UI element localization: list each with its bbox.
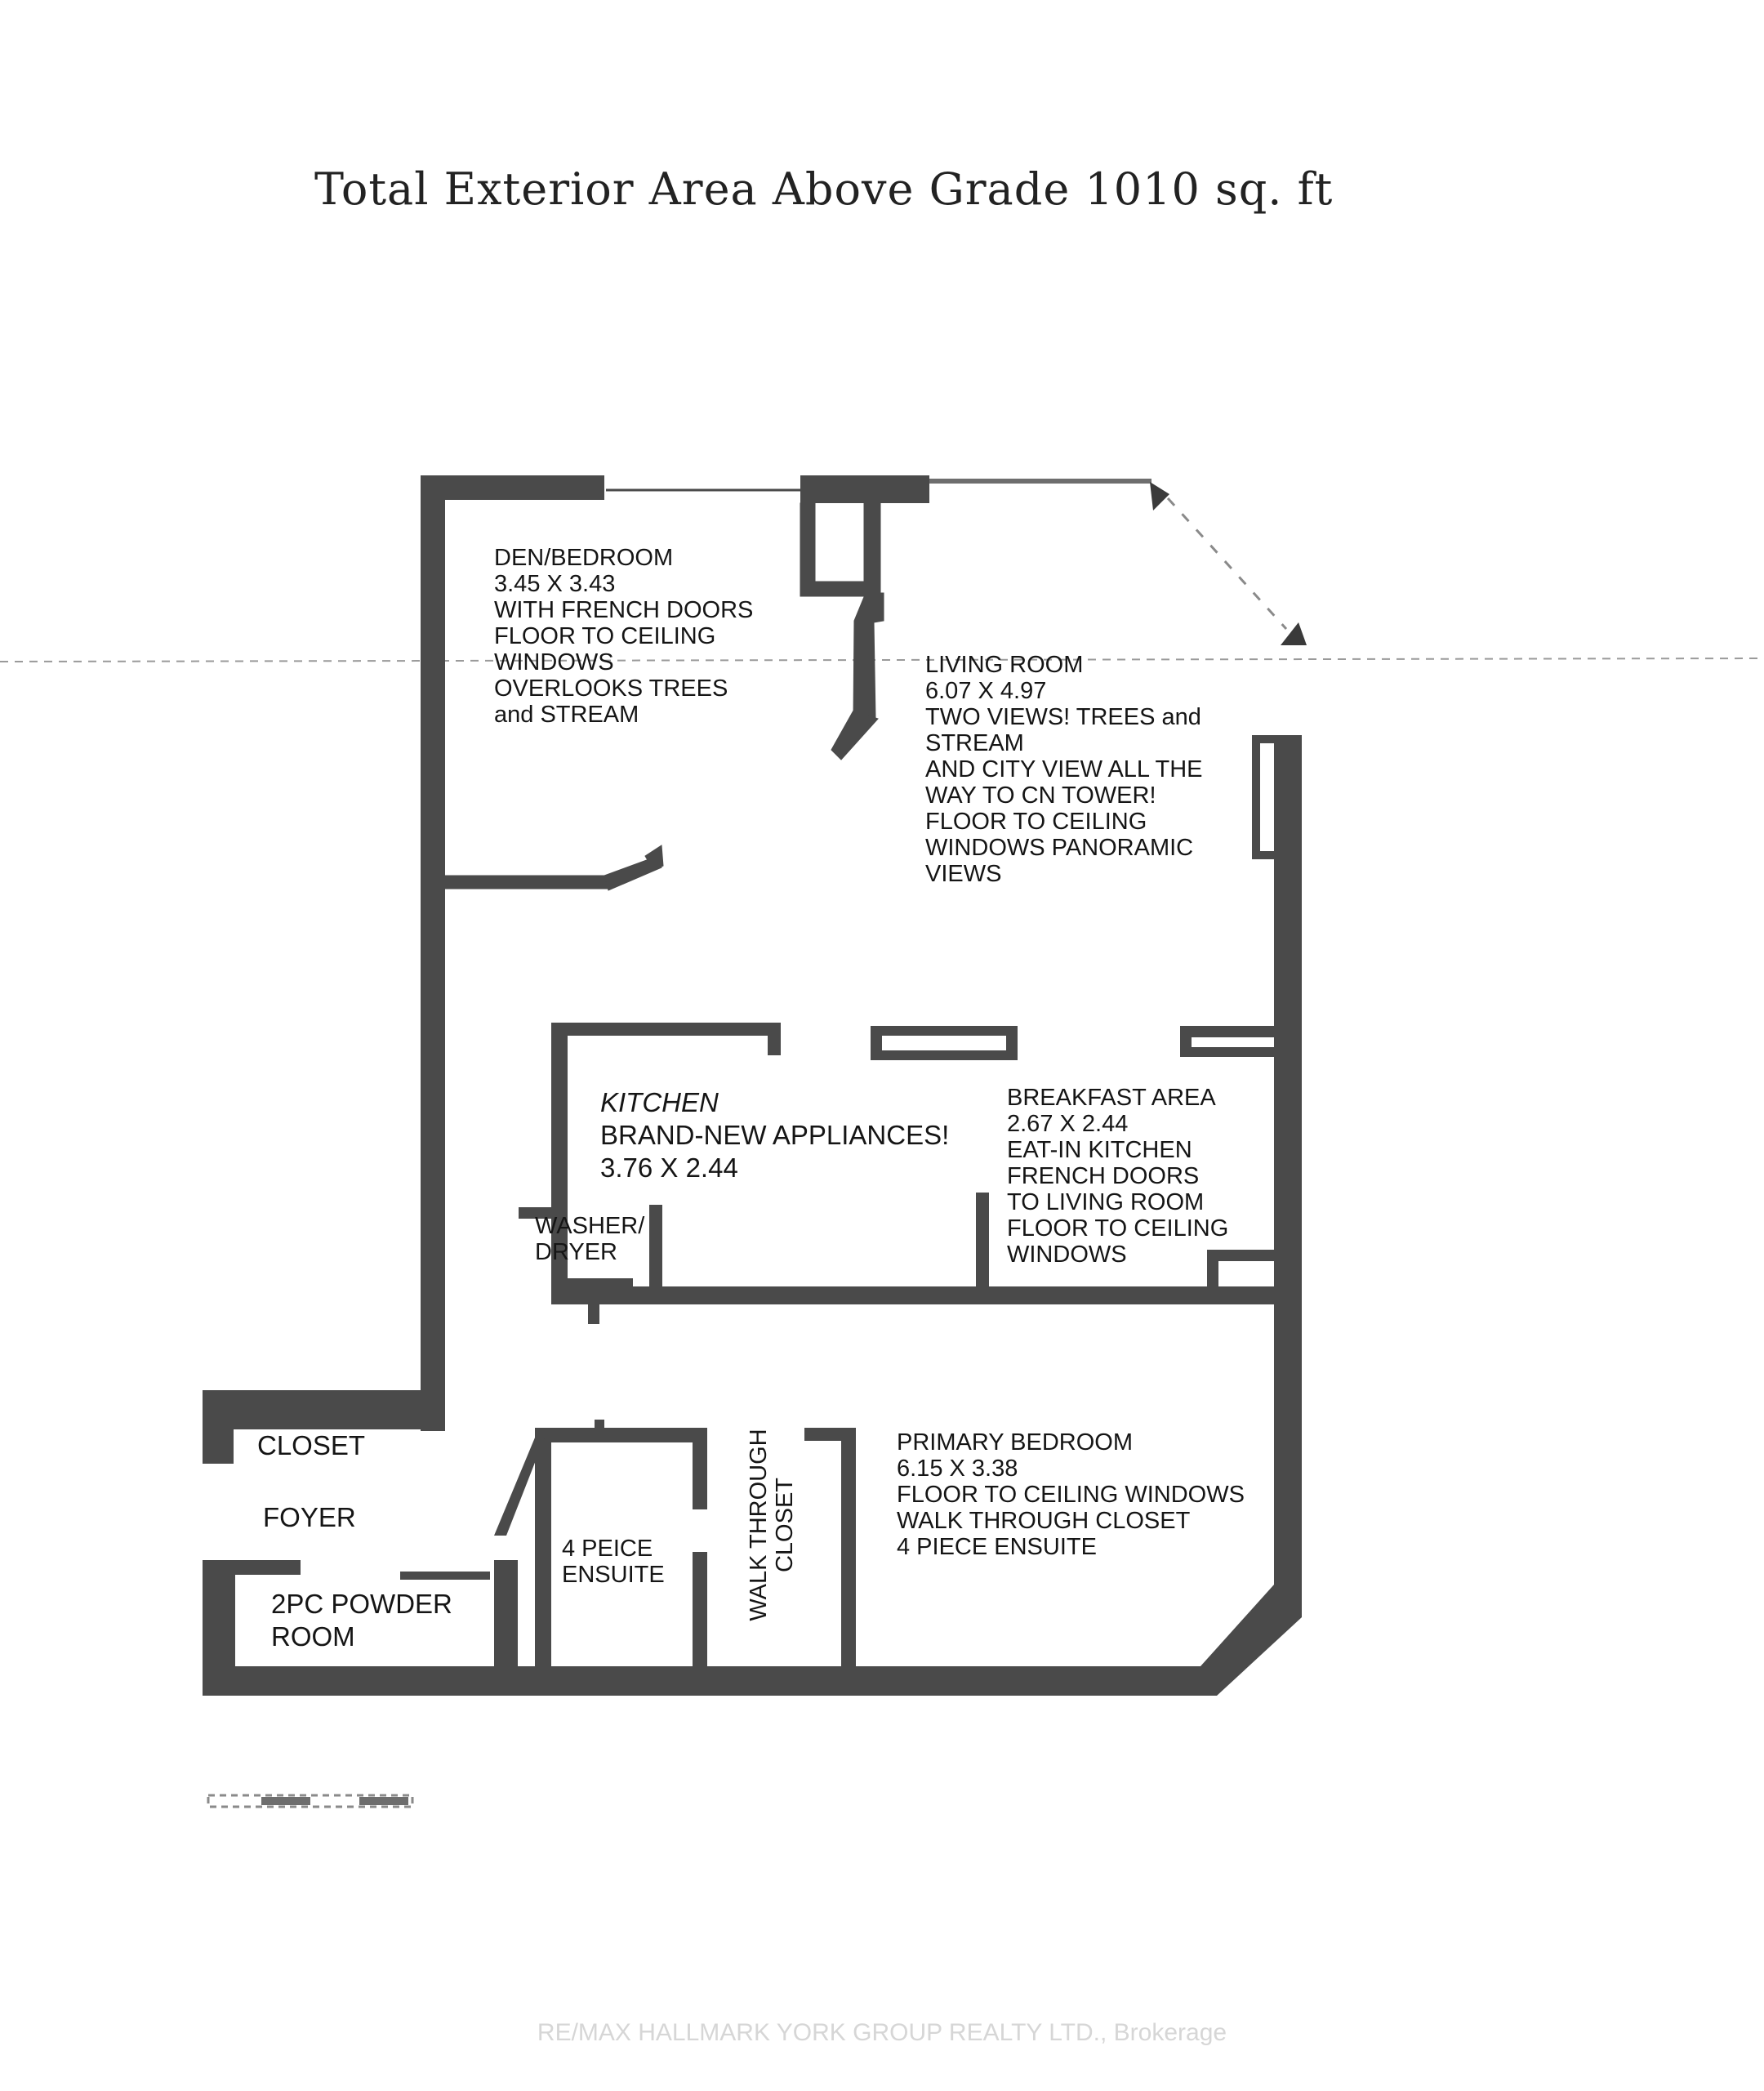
primary-note: 4 PIECE ENSUITE: [897, 1534, 1097, 1560]
scale-bar: [207, 1794, 414, 1808]
living-note: STREAM: [925, 730, 1024, 756]
powder-line: 2PC POWDER: [271, 1589, 452, 1619]
den-bedroom-label: DEN/BEDROOM 3.45 X 3.43 WITH FRENCH DOOR…: [494, 545, 753, 728]
powder-room-label: 2PC POWDER ROOM: [271, 1589, 452, 1652]
kitchen-label: KITCHEN BRAND-NEW APPLIANCES! 3.76 X 2.4…: [600, 1088, 949, 1183]
den-note: WINDOWS: [494, 649, 614, 675]
window-frames: [606, 488, 1288, 1585]
breakfast-note: WINDOWS: [1007, 1242, 1127, 1268]
primary-note: WALK THROUGH CLOSET: [897, 1508, 1191, 1534]
den-size: 3.45 X 3.43: [494, 571, 616, 597]
exterior-walls: [203, 475, 1302, 1696]
breakfast-size: 2.67 X 2.44: [1007, 1111, 1129, 1137]
den-note: and STREAM: [494, 702, 639, 728]
ensuite-label: 4 PEICE ENSUITE: [562, 1536, 665, 1588]
primary-size: 6.15 X 3.38: [897, 1456, 1018, 1482]
ensuite-line: 4 PEICE: [562, 1536, 653, 1562]
den-note: FLOOR TO CEILING: [494, 623, 716, 649]
breakfast-area-label: BREAKFAST AREA 2.67 X 2.44 EAT-IN KITCHE…: [1007, 1085, 1228, 1268]
kitchen-name: KITCHEN: [600, 1087, 719, 1117]
corner-marks: [1150, 482, 1307, 645]
walk-closet-line: WALK THROUGH: [746, 1429, 772, 1621]
brokerage-watermark: RE/MAX HALLMARK YORK GROUP REALTY LTD., …: [537, 2019, 1227, 2046]
living-note: WAY TO CN TOWER!: [925, 782, 1156, 809]
closet-label: CLOSET: [257, 1430, 366, 1460]
living-name: LIVING ROOM: [925, 652, 1084, 678]
laundry-line: DRYER: [535, 1239, 617, 1265]
living-note: WINDOWS PANORAMIC: [925, 835, 1194, 861]
breakfast-note: FRENCH DOORS: [1007, 1163, 1200, 1189]
bedroom-walls: [203, 1420, 856, 1670]
living-note: FLOOR TO CEILING: [925, 809, 1147, 835]
primary-bedroom-label: PRIMARY BEDROOM 6.15 X 3.38 FLOOR TO CEI…: [897, 1429, 1245, 1560]
breakfast-note: TO LIVING ROOM: [1007, 1189, 1205, 1215]
den-walls: [444, 502, 884, 891]
den-name: DEN/BEDROOM: [494, 545, 674, 571]
living-note: TWO VIEWS! TREES and: [925, 704, 1201, 730]
breakfast-note: EAT-IN KITCHEN: [1007, 1137, 1192, 1163]
scan-artifacts: [0, 658, 1764, 662]
den-note: OVERLOOKS TREES: [494, 675, 728, 702]
foyer-label: FOYER: [263, 1502, 356, 1532]
breakfast-name: BREAKFAST AREA: [1007, 1085, 1216, 1111]
living-room-label: LIVING ROOM 6.07 X 4.97 TWO VIEWS! TREES…: [925, 652, 1203, 887]
walk-closet-line: CLOSET: [772, 1477, 798, 1573]
kitchen-note: BRAND-NEW APPLIANCES!: [600, 1120, 950, 1150]
breakfast-note: FLOOR TO CEILING: [1007, 1215, 1229, 1242]
living-note: VIEWS: [925, 861, 1002, 887]
kitchen-size: 3.76 X 2.44: [600, 1153, 738, 1183]
laundry-line: WASHER/: [535, 1213, 645, 1239]
living-note: AND CITY VIEW ALL THE: [925, 756, 1203, 782]
ensuite-line: ENSUITE: [562, 1562, 665, 1588]
page-title: Total Exterior Area Above Grade 1010 sq.…: [314, 163, 1334, 215]
powder-line: ROOM: [271, 1621, 355, 1652]
kitchen-walls: [519, 1023, 1278, 1324]
primary-name: PRIMARY BEDROOM: [897, 1429, 1133, 1456]
den-note: WITH FRENCH DOORS: [494, 597, 754, 623]
washer-dryer-label: WASHER/ DRYER: [535, 1213, 644, 1265]
walk-through-closet-label: WALK THROUGH CLOSET: [746, 1427, 798, 1623]
primary-note: FLOOR TO CEILING WINDOWS: [897, 1482, 1245, 1508]
living-size: 6.07 X 4.97: [925, 678, 1047, 704]
